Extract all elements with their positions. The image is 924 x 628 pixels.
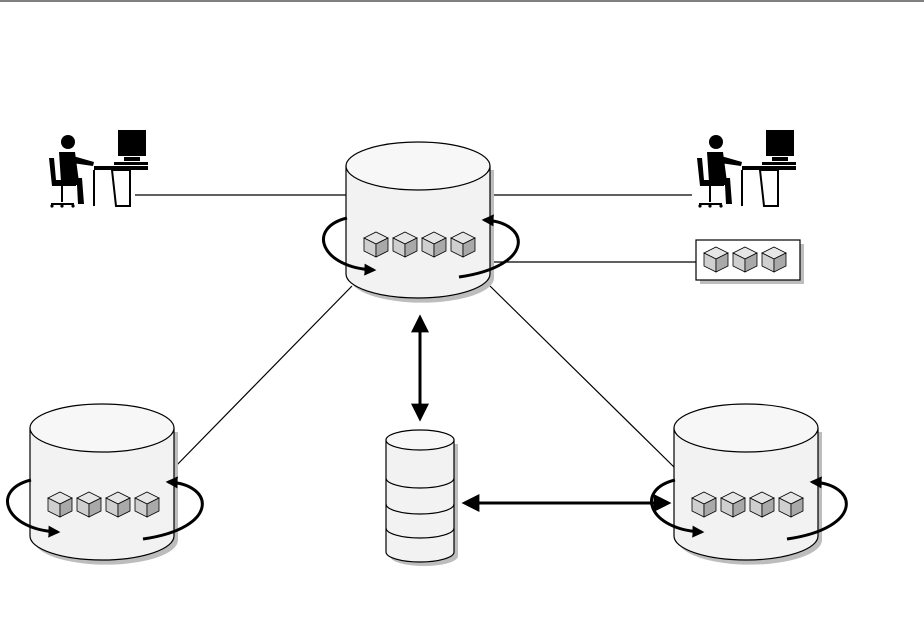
user-at-computer-icon <box>49 130 148 208</box>
left-database <box>8 404 203 565</box>
user-workstation-left <box>49 130 148 208</box>
right-database <box>652 404 847 565</box>
edge-central-to-right-db <box>490 286 675 468</box>
edge-central-to-left-db <box>172 286 352 470</box>
central-database <box>324 142 519 303</box>
user-at-computer-icon <box>697 130 796 208</box>
cube-group-box <box>696 240 804 284</box>
storage-stack <box>386 430 458 566</box>
user-workstation-right <box>697 130 796 208</box>
